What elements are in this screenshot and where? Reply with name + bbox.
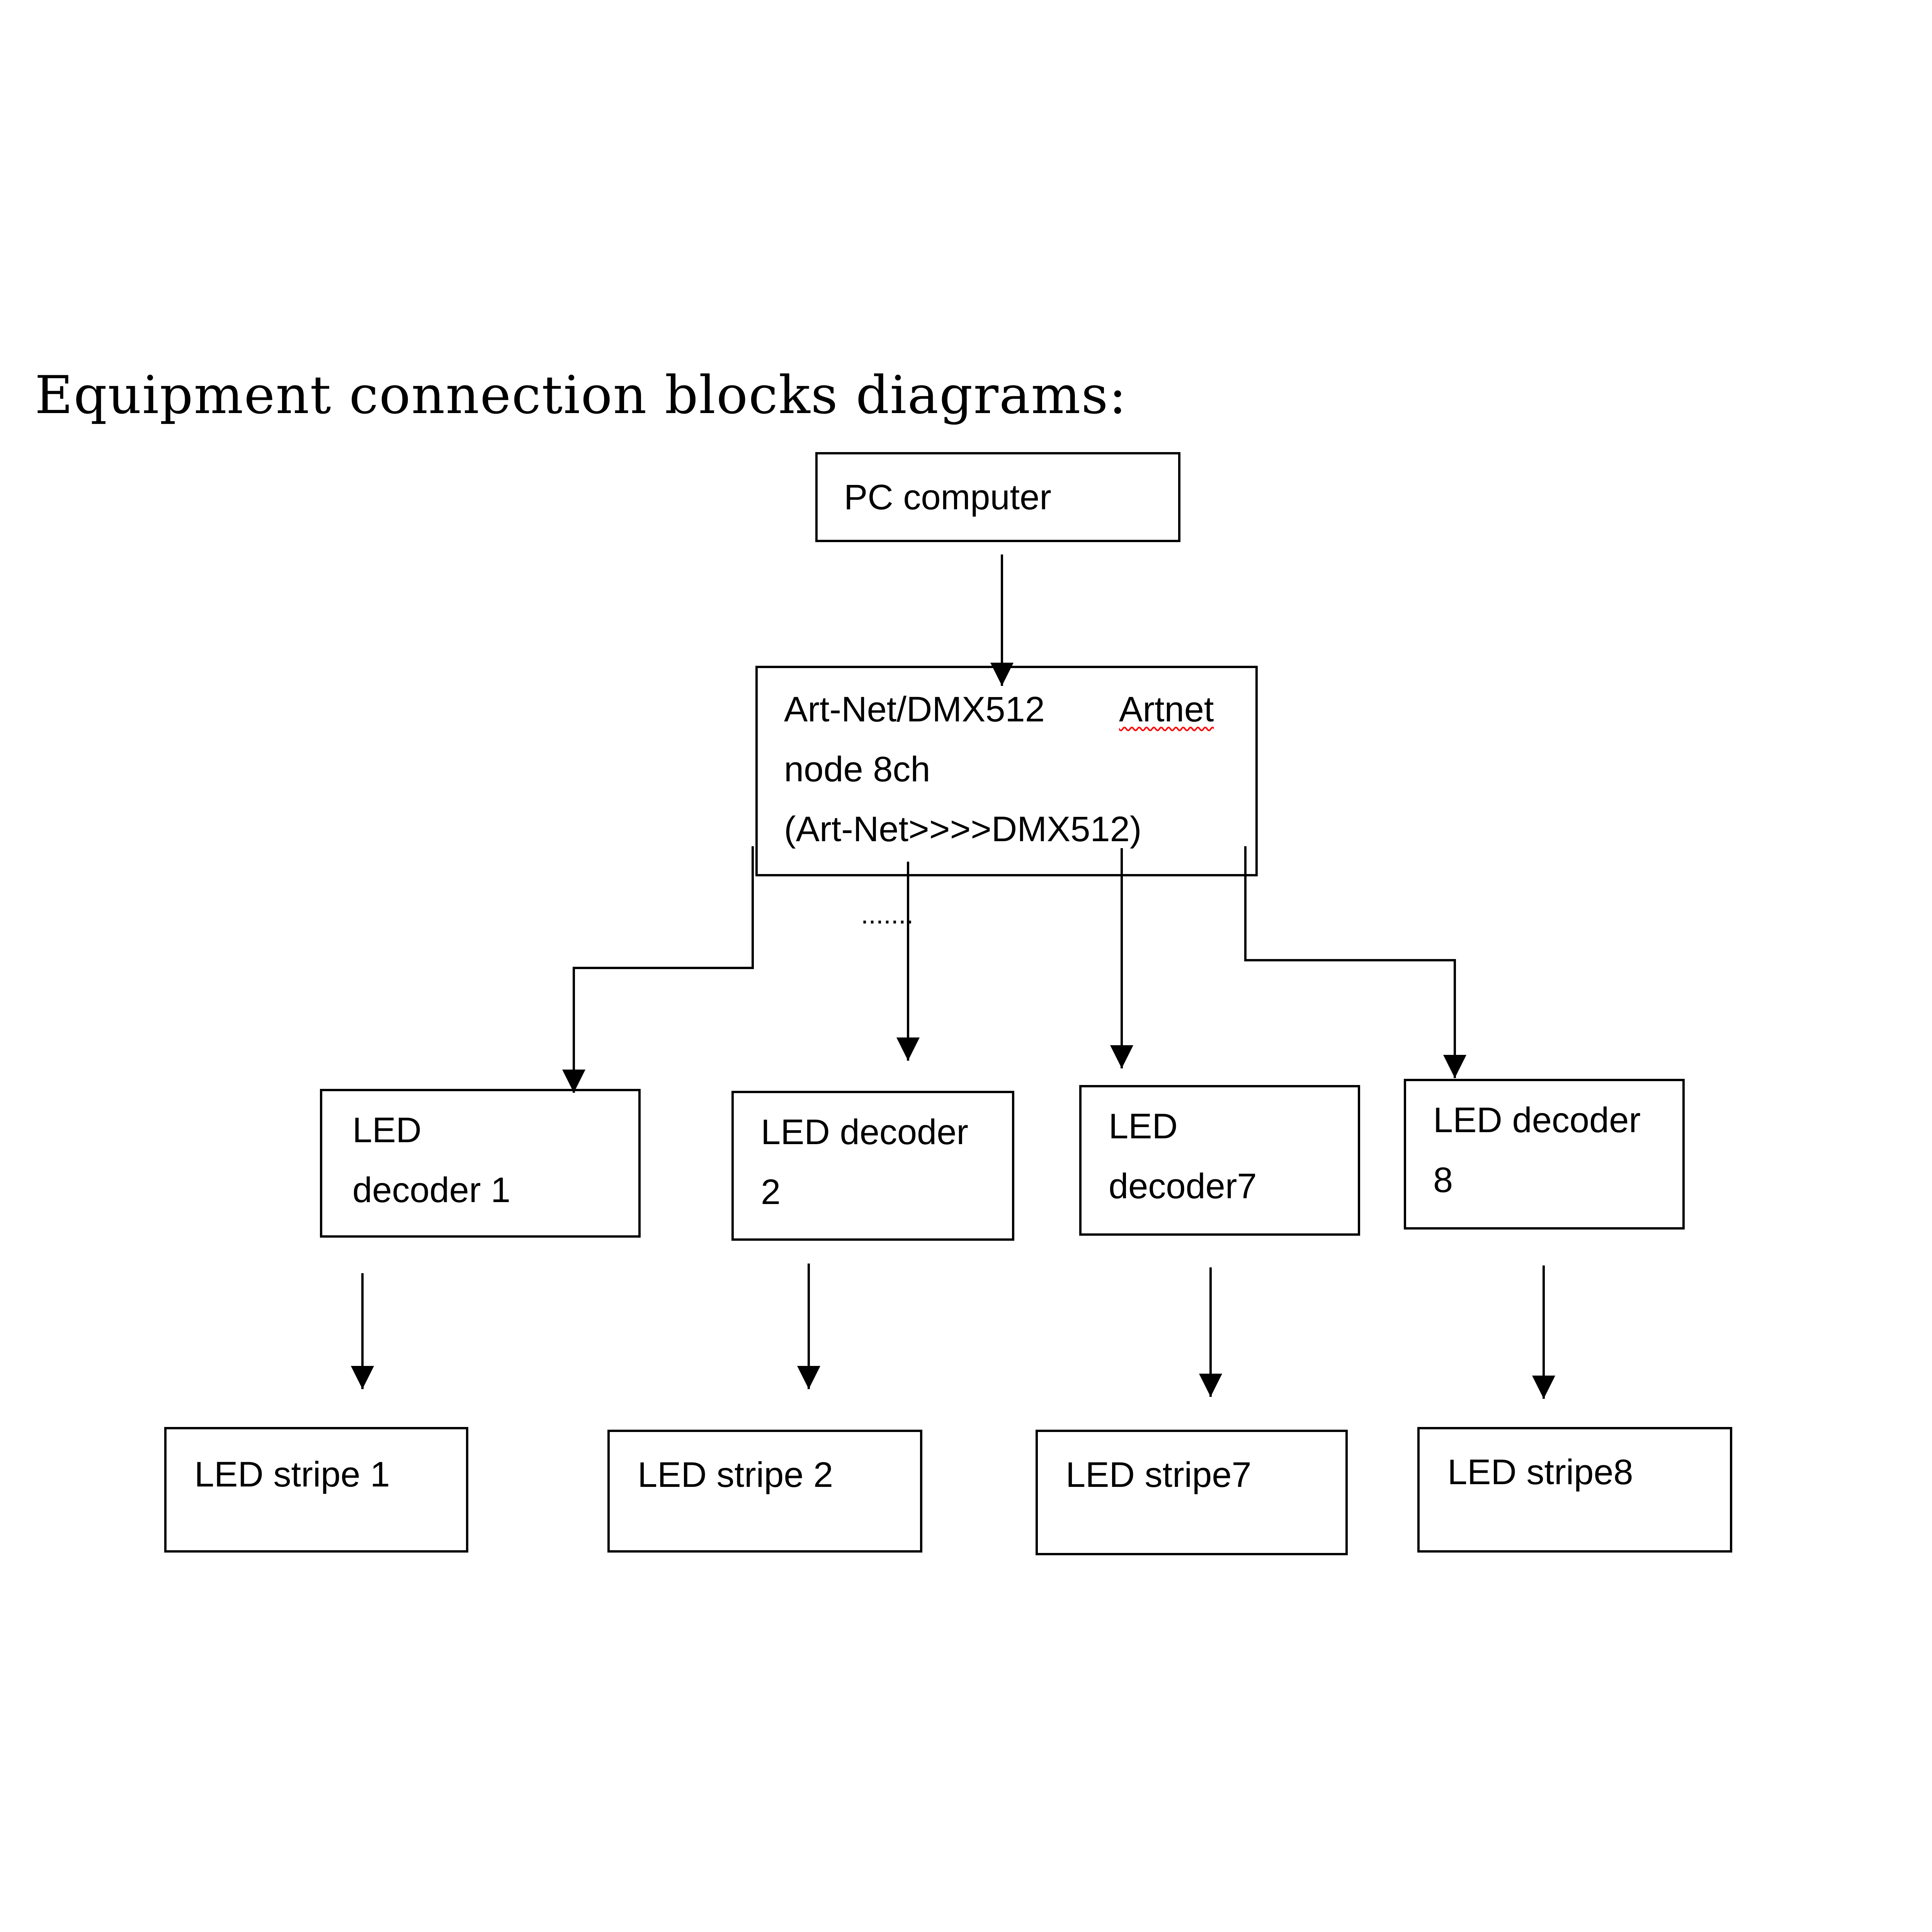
artnet-node-line2: node 8ch: [784, 750, 930, 789]
pc-computer-box: PC computer: [815, 452, 1180, 542]
led-decoder-7-box: LED decoder7: [1079, 1085, 1360, 1236]
led-decoder-1-box: LED decoder 1: [320, 1089, 641, 1238]
led-stripe-1-box: LED stripe 1: [164, 1427, 468, 1553]
channel-ellipsis: .......: [861, 899, 913, 929]
arrow-node-to-decoder-1: [562, 846, 754, 1093]
led-stripe-7-label: LED stripe7: [1066, 1455, 1252, 1495]
led-decoder-1-label: LED decoder 1: [352, 1111, 511, 1210]
led-stripe-7-box: LED stripe7: [1036, 1430, 1348, 1555]
led-decoder-7-label: LED decoder7: [1109, 1107, 1257, 1206]
led-decoder-8-label: LED decoder 8: [1433, 1100, 1641, 1200]
led-decoder-2-label: LED decoder 2: [761, 1112, 968, 1212]
led-stripe-2-box: LED stripe 2: [607, 1430, 922, 1553]
led-stripe-1-label: LED stripe 1: [194, 1455, 390, 1494]
pc-computer-label: PC computer: [844, 478, 1051, 517]
artnet-node-box: Art-Net/DMX512 Artnet node 8ch (Art-Net>…: [755, 666, 1258, 876]
artnet-node-line3: (Art-Net>>>>DMX512): [784, 810, 1142, 849]
artnet-node-line1: Art-Net/DMX512: [784, 690, 1045, 729]
led-decoder-8-box: LED decoder 8: [1404, 1079, 1685, 1230]
artnet-node-word: Artnet: [1119, 690, 1214, 729]
led-stripe-2-label: LED stripe 2: [638, 1455, 833, 1495]
arrow-node-to-decoder-8: [1244, 846, 1466, 1078]
led-stripe-8-label: LED stripe8: [1447, 1452, 1633, 1492]
led-decoder-2-box: LED decoder 2: [731, 1091, 1014, 1241]
led-stripe-8-box: LED stripe8: [1417, 1427, 1732, 1553]
diagram-title: Equipment connection blocks diagrams:: [35, 365, 1128, 425]
